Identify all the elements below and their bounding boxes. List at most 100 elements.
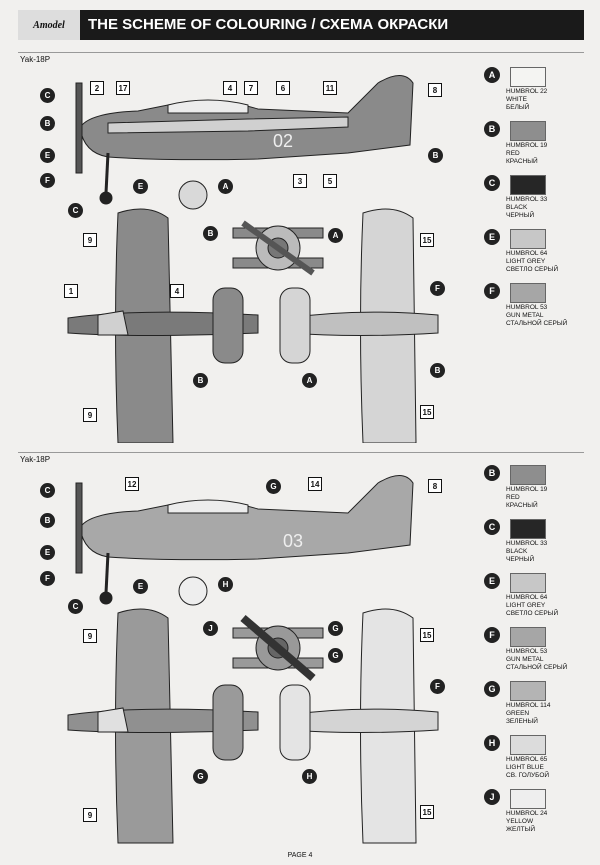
colour-marker: B <box>40 513 55 528</box>
colour-marker: G <box>328 621 343 636</box>
legend-letter: C <box>484 519 500 535</box>
scheme-panel-1: Yak-18P 02 <box>18 52 584 443</box>
paint-name-ru: ЧЕРНЫЙ <box>506 212 535 219</box>
paint-name-ru: КРАСНЫЙ <box>506 502 538 509</box>
paint-name-en: RED <box>506 494 520 501</box>
colour-marker: H <box>302 769 317 784</box>
legend-letter: F <box>484 283 500 299</box>
paint-name-en: LIGHT GREY <box>506 602 546 609</box>
legend-letter: E <box>484 573 500 589</box>
paint-name-en: LIGHT BLUE <box>506 764 544 771</box>
legend-letter: B <box>484 121 500 137</box>
page-header: Amodel THE SCHEME OF COLOURING / СХЕМА О… <box>18 10 584 40</box>
colour-swatch <box>510 67 546 87</box>
paint-name-ru: СТАЛЬНОЙ СЕРЫЙ <box>506 664 568 671</box>
front-view <box>232 220 324 276</box>
paint-name-ru: СВЕТЛО СЕРЫЙ <box>506 266 559 273</box>
top-view <box>67 608 259 844</box>
callout-15: 15 <box>420 628 434 642</box>
callout-15b: 15 <box>420 805 434 819</box>
callout-11: 11 <box>323 81 337 95</box>
paint-name-en: GREEN <box>506 710 530 717</box>
paint-name-ru: СВ. ГОЛУБОЙ <box>506 772 550 779</box>
callout-17: 17 <box>116 81 130 95</box>
paint-name-ru: СВЕТЛО СЕРЫЙ <box>506 610 559 617</box>
colour-marker: B <box>203 226 218 241</box>
legend-letter: E <box>484 229 500 245</box>
callout-2: 2 <box>90 81 104 95</box>
callout-15b: 15 <box>420 405 434 419</box>
colour-swatch <box>510 175 546 195</box>
colour-marker: F <box>40 173 55 188</box>
paint-name-en: WHITE <box>506 96 527 103</box>
scheme-panel-2: Yak-18P 03 12 14 <box>18 452 584 848</box>
colour-swatch <box>510 229 546 249</box>
colour-marker: C <box>40 483 55 498</box>
colour-swatch <box>510 681 546 701</box>
paint-code: HUMBROL 64 <box>506 594 548 601</box>
callout-9: 9 <box>83 233 97 247</box>
paint-code: HUMBROL 33 <box>506 540 548 547</box>
aircraft-label: Yak-18P <box>20 55 51 64</box>
colour-marker: A <box>302 373 317 388</box>
colour-marker: G <box>193 769 208 784</box>
legend-letter: F <box>484 627 500 643</box>
legend-letter: H <box>484 735 500 751</box>
callout-14: 14 <box>308 477 322 491</box>
colour-marker: G <box>266 479 281 494</box>
front-view <box>232 614 324 682</box>
paint-name-en: RED <box>506 150 520 157</box>
paint-name-ru: БЕЛЫЙ <box>506 104 530 111</box>
paint-code: HUMBROL 64 <box>506 250 548 257</box>
svg-text:03: 03 <box>283 531 303 551</box>
colour-marker: E <box>133 179 148 194</box>
colour-marker: J <box>203 621 218 636</box>
colour-swatch <box>510 573 546 593</box>
colour-marker: F <box>40 571 55 586</box>
colour-marker: C <box>68 599 83 614</box>
callout-15: 15 <box>420 233 434 247</box>
colour-swatch <box>510 121 546 141</box>
colour-marker: G <box>328 648 343 663</box>
paint-code: HUMBROL 24 <box>506 810 548 817</box>
paint-code: HUMBROL 33 <box>506 196 548 203</box>
callout-9b: 9 <box>83 408 97 422</box>
colour-marker: B <box>40 116 55 131</box>
paint-name-en: YELLOW <box>506 818 534 825</box>
paint-name-ru: КРАСНЫЙ <box>506 158 538 165</box>
colour-marker: C <box>68 203 83 218</box>
paint-code: HUMBROL 53 <box>506 304 548 311</box>
paint-code: HUMBROL 19 <box>506 486 548 493</box>
paint-name-ru: ЖЕЛТЫЙ <box>506 826 535 833</box>
colour-marker: E <box>40 148 55 163</box>
callout-8: 8 <box>428 83 442 97</box>
bottom-view <box>279 208 439 443</box>
bottom-view <box>279 608 439 844</box>
colour-marker: A <box>218 179 233 194</box>
legend-letter: J <box>484 789 500 805</box>
aircraft-drawings-2: 03 <box>67 475 439 844</box>
paint-code: HUMBROL 53 <box>506 648 548 655</box>
page-title: THE SCHEME OF COLOURING / СХЕМА ОКРАСКИ <box>88 16 449 33</box>
colour-marker: B <box>193 373 208 388</box>
colour-swatch <box>510 465 546 485</box>
paint-name-en: GUN METAL <box>506 656 544 663</box>
callout-4b: 4 <box>170 284 184 298</box>
callout-5: 5 <box>323 174 337 188</box>
paint-name-en: BLACK <box>506 204 528 211</box>
aircraft-label: Yak-18P <box>20 455 51 464</box>
colour-swatch <box>510 789 546 809</box>
paint-name-ru: ЗЕЛЕНЫЙ <box>506 718 538 725</box>
callout-3: 3 <box>293 174 307 188</box>
colour-marker: A <box>328 228 343 243</box>
callout-6: 6 <box>276 81 290 95</box>
paint-name-en: GUN METAL <box>506 312 544 319</box>
paint-code: HUMBROL 19 <box>506 142 548 149</box>
paint-name-ru: ЧЕРНЫЙ <box>506 556 535 563</box>
side-view: 02 <box>75 75 414 210</box>
colour-marker: F <box>430 281 445 296</box>
colour-swatch <box>510 627 546 647</box>
paint-name-ru: СТАЛЬНОЙ СЕРЫЙ <box>506 320 568 327</box>
colour-marker: H <box>218 577 233 592</box>
paint-code: HUMBROL 22 <box>506 88 548 95</box>
